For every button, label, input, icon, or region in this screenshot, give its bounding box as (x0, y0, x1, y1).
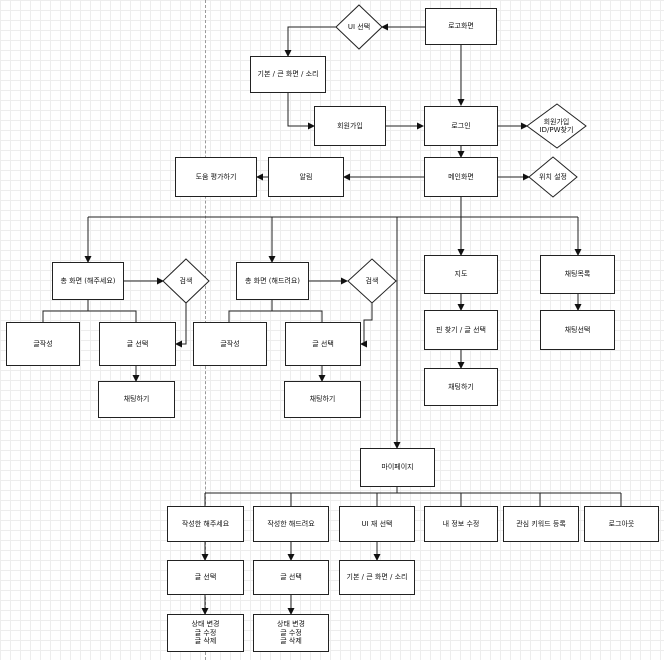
offer-search-diamond-shape (347, 258, 397, 304)
edge-ui-select-to-options (284, 26, 336, 57)
node-my-requests-actions: 상태 변경 글 수정 글 삭제 (167, 614, 244, 652)
ui-select-decision: UI 선택 (347, 22, 371, 31)
ui-select-diamond-shape (335, 4, 383, 50)
node-edit-info: 내 정보 수정 (424, 506, 498, 542)
node-login: 로그인 (424, 106, 498, 146)
node-ui-reselect: UI 재 선택 (339, 506, 415, 542)
node-map-chat: 채팅하기 (424, 368, 498, 406)
location-diamond-shape (528, 156, 578, 198)
node-chat-list: 채팅목록 (540, 255, 615, 294)
node-offer-select: 글 선택 (285, 322, 361, 366)
request-search-diamond-shape (162, 258, 210, 304)
find-account-decision: 회원가입 ID/PW찾기 (539, 117, 574, 134)
node-my-requests: 작성한 해주세요 (167, 506, 244, 542)
find-account-diamond-shape (526, 103, 587, 149)
node-request-chat: 채팅하기 (98, 381, 175, 418)
node-keyword-register: 관심 키워드 등록 (503, 506, 579, 542)
node-my-offers-actions: 상태 변경 글 수정 글 삭제 (253, 614, 329, 652)
offer-search-decision: 검색 (365, 276, 379, 285)
node-request-write: 글작성 (6, 322, 80, 366)
node-login-screen: 로고화면 (425, 8, 497, 45)
node-offer-chat: 채팅하기 (284, 381, 361, 418)
request-search-decision: 검색 (179, 276, 193, 285)
node-ui-options: 기본 / 큰 화면 / 소리 (250, 56, 326, 93)
edge-offer-to-write-select (228, 310, 323, 322)
node-chat-select: 채팅선택 (540, 310, 615, 350)
node-ui-reselect-options: 기본 / 큰 화면 / 소리 (339, 560, 415, 595)
edge-offer-search-to-select (360, 303, 373, 348)
node-my-offers: 작성한 해드려요 (253, 506, 329, 542)
edge-search-to-select (175, 303, 187, 348)
node-my-offers-select: 글 선택 (253, 560, 329, 595)
node-map-pin-select: 핀 찾기 / 글 선택 (424, 310, 498, 350)
node-helper-rating: 도움 평가하기 (175, 157, 257, 197)
node-offer-screen: 총 화면 (해드려요) (236, 262, 309, 300)
node-my-requests-select: 글 선택 (167, 560, 244, 595)
node-logout: 로그아웃 (584, 506, 659, 542)
edge-request-to-write-select (42, 310, 137, 322)
node-offer-write: 글작성 (193, 322, 267, 366)
node-main-screen: 메인화면 (424, 157, 498, 197)
node-alarm: 알림 (268, 157, 344, 197)
node-map: 지도 (424, 255, 498, 294)
location-setting-decision: 위치 설정 (539, 172, 567, 181)
node-signup: 회원가입 (314, 106, 386, 146)
node-request-screen: 총 화면 (해주세요) (52, 262, 124, 300)
node-mypage: 마이페이지 (360, 448, 435, 487)
node-request-select: 글 선택 (99, 322, 176, 366)
edge-options-to-signup (287, 93, 315, 130)
